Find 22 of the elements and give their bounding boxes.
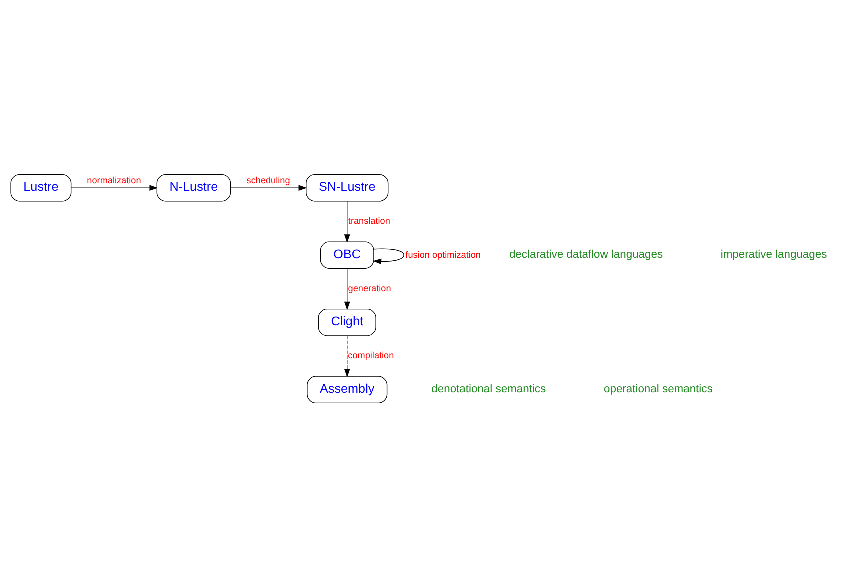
node-box: N-Lustre bbox=[156, 174, 232, 202]
arrow bbox=[344, 268, 350, 310]
edge-label: fusion optimization bbox=[406, 250, 482, 260]
arrow bbox=[230, 185, 308, 192]
edge-label: translation bbox=[348, 216, 390, 226]
node-box: Assembly bbox=[307, 376, 388, 404]
arrow bbox=[344, 336, 350, 378]
node-box: Clight bbox=[318, 308, 376, 336]
arrow bbox=[71, 185, 158, 192]
edge-label: generation bbox=[348, 283, 392, 294]
edge-label: scheduling bbox=[246, 175, 290, 186]
node-box: OBC bbox=[320, 242, 374, 270]
edge-label: normalization bbox=[87, 175, 142, 186]
edge-label: compilation bbox=[348, 350, 394, 361]
label: operational semantics bbox=[604, 384, 713, 396]
arrow bbox=[373, 248, 404, 265]
node-box: Lustre bbox=[10, 174, 72, 202]
label: denotational semantics bbox=[432, 384, 546, 396]
label: imperative languages bbox=[720, 249, 828, 262]
arrow bbox=[344, 201, 350, 244]
node-box: SN-Lustre bbox=[306, 174, 389, 202]
label: declarative dataflow languages bbox=[509, 249, 664, 262]
